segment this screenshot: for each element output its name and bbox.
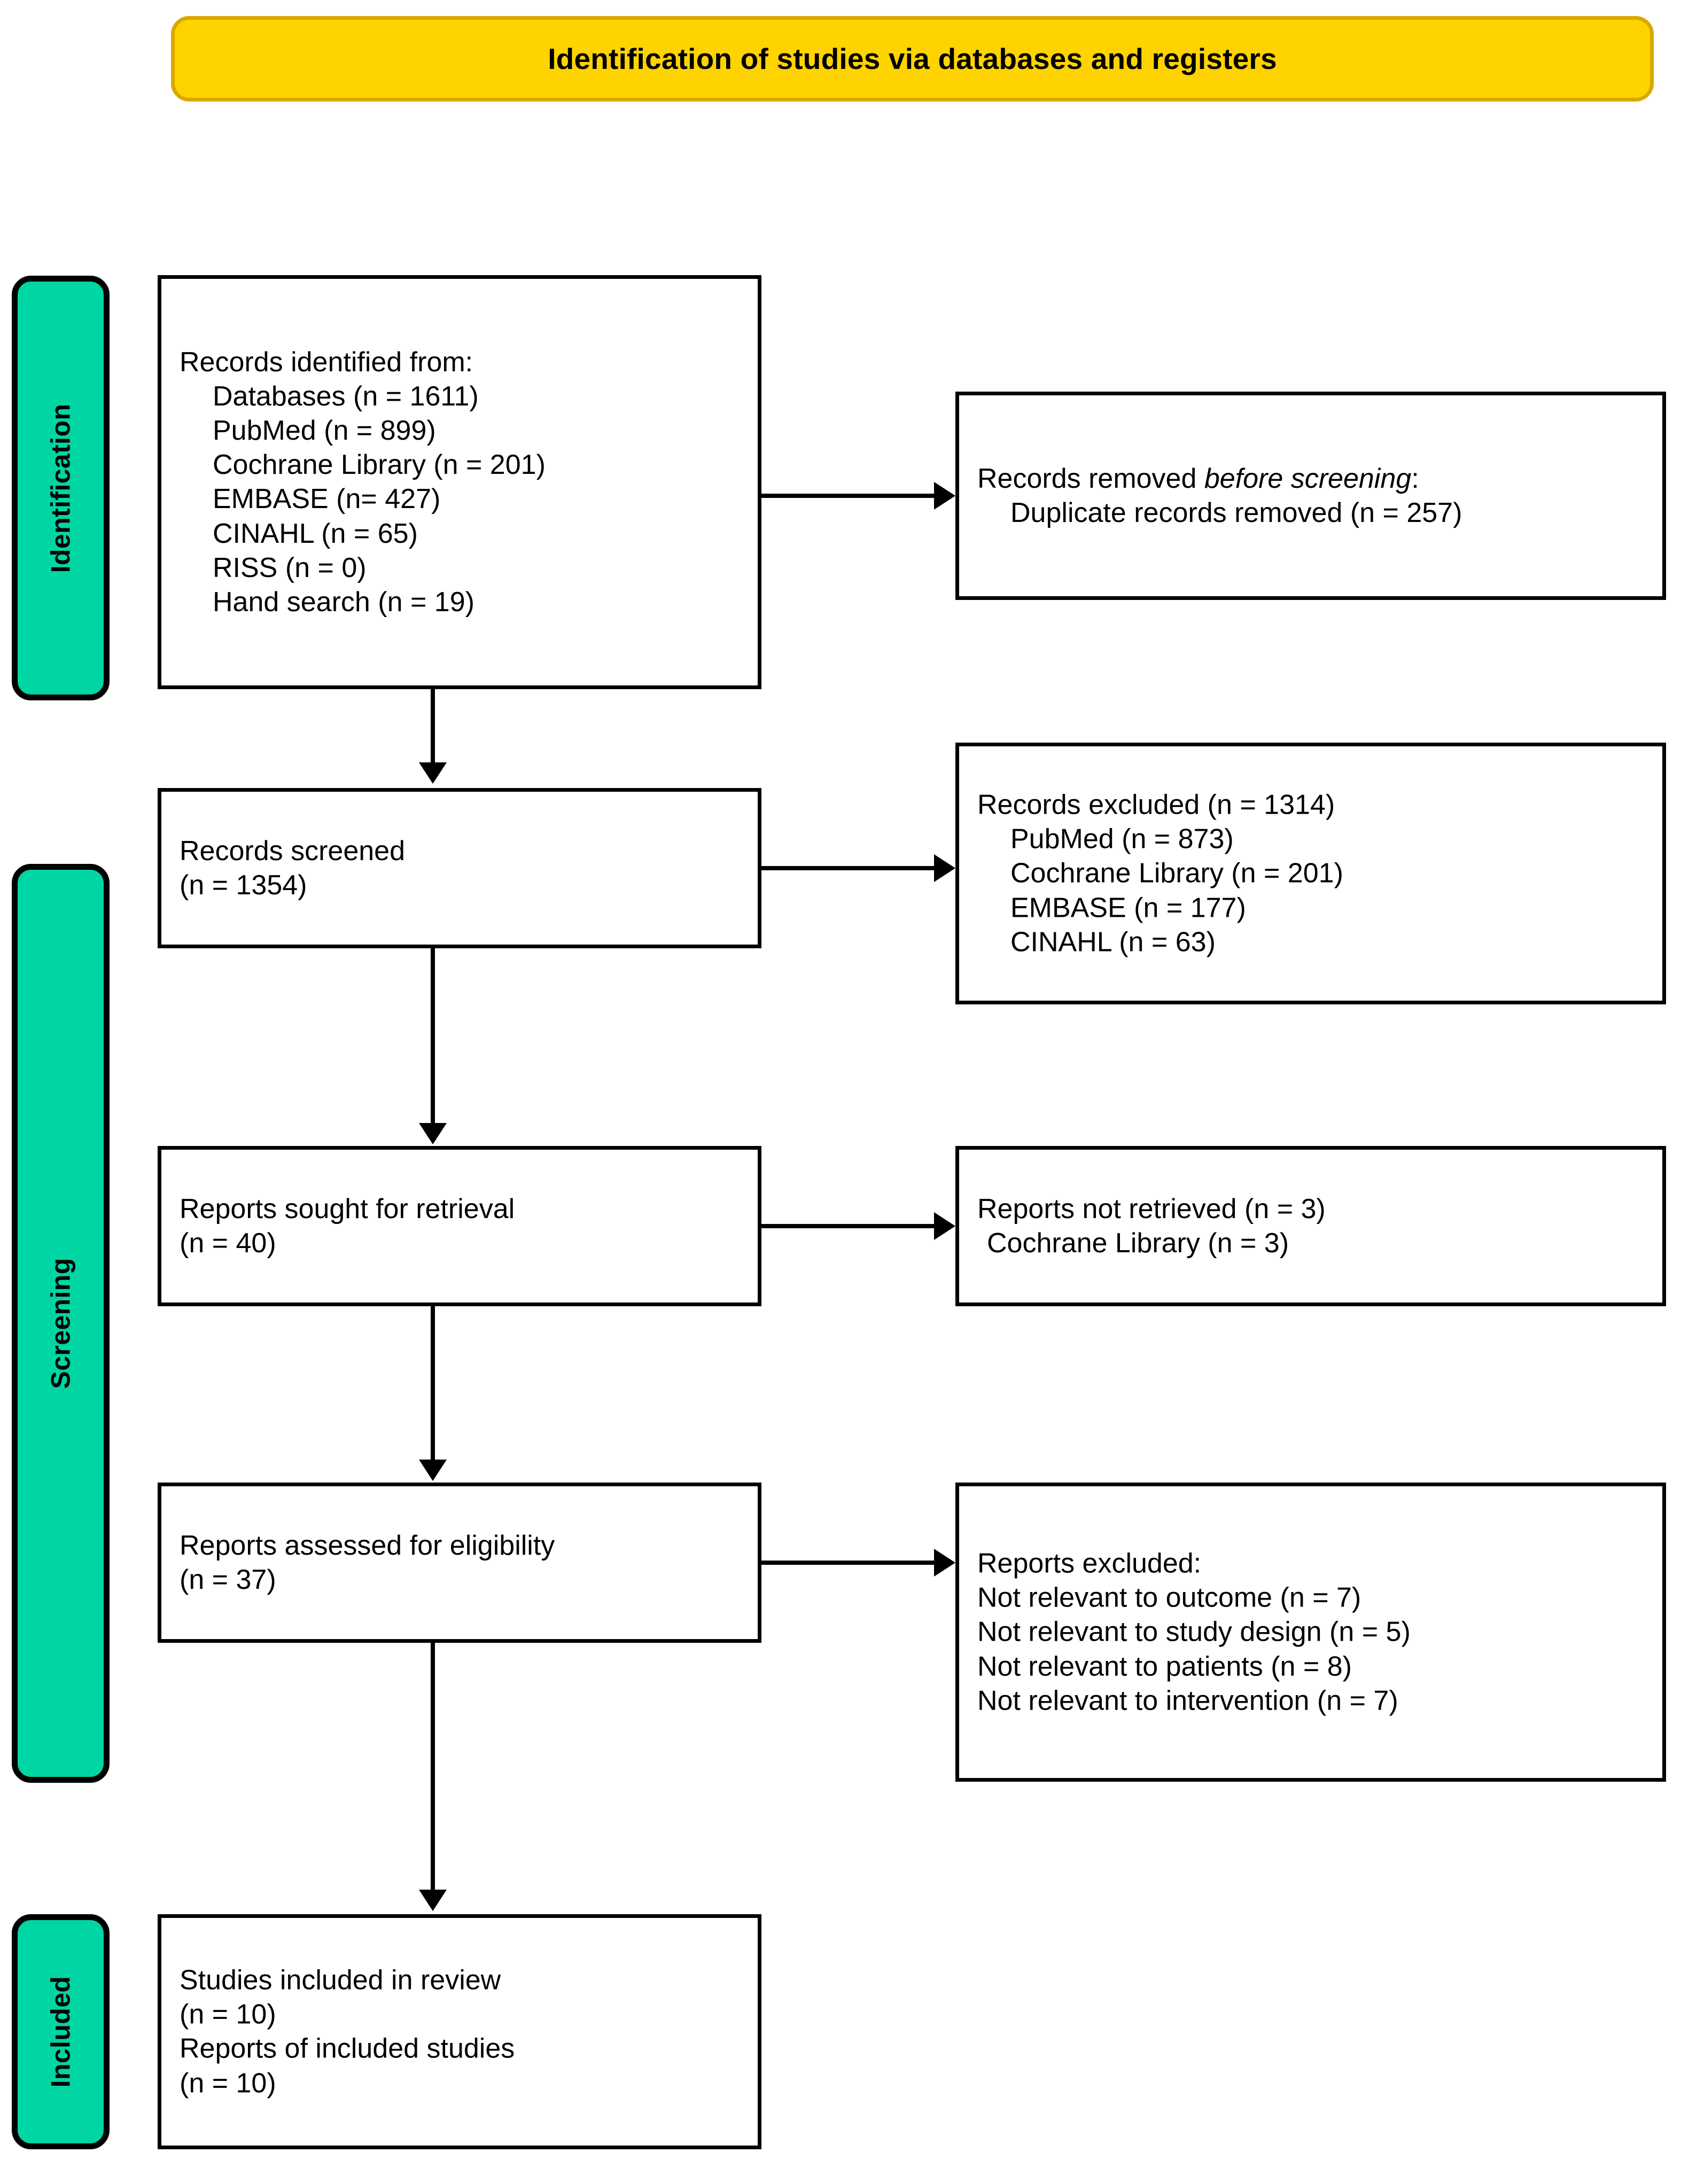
connector-identified-to-screened <box>431 689 435 764</box>
records-excluded-heading: Records excluded (n = 1314) <box>977 789 1335 821</box>
box-records-excluded: Records excluded (n = 1314) PubMed (n = … <box>955 743 1666 1004</box>
connector-sought-to-not-retrieved <box>761 1224 936 1228</box>
box-reports-sought-for-retrieval: Reports sought for retrieval (n = 40) <box>158 1146 761 1306</box>
arrowhead-screened-to-sought <box>419 1123 447 1144</box>
box-reports-excluded: Reports excluded: Not relevant to outcom… <box>955 1483 1666 1782</box>
reports-of-included-studies-count: (n = 10) <box>180 2068 276 2099</box>
reports-of-included-studies-label: Reports of included studies <box>180 2033 515 2064</box>
box-reports-assessed-for-eligibility: Reports assessed for eligibility (n = 37… <box>158 1483 761 1643</box>
reports-not-retrieved-heading: Reports not retrieved (n = 3) <box>977 1193 1326 1224</box>
records-removed-heading-emphasis: before screening <box>1204 463 1412 494</box>
arrowhead-assessed-to-reports-excluded <box>934 1549 955 1577</box>
box-records-screened: Records screened (n = 1354) <box>158 788 761 948</box>
records-identified-embase: EMBASE (n= 427) <box>213 483 441 515</box>
box-reports-not-retrieved: Reports not retrieved (n = 3) Cochrane L… <box>955 1146 1666 1306</box>
records-identified-cinahl: CINAHL (n = 65) <box>213 518 418 549</box>
records-excluded-cinahl: CINAHL (n = 63) <box>1010 926 1216 958</box>
arrowhead-sought-to-assessed <box>419 1460 447 1481</box>
records-identified-databases: Databases (n = 1611) <box>213 380 479 412</box>
stage-bar-identification: Identification <box>12 276 110 700</box>
box-records-identified: Records identified from: Databases (n = … <box>158 275 761 689</box>
stage-label-included: Included <box>45 1976 76 2088</box>
arrowhead-assessed-to-included <box>419 1890 447 1911</box>
reports-assessed-count: (n = 37) <box>180 1564 276 1595</box>
stage-bar-included: Included <box>12 1914 110 2149</box>
records-identified-hand-search: Hand search (n = 19) <box>213 587 474 618</box>
stage-bar-screening: Screening <box>12 864 110 1783</box>
connector-assessed-to-reports-excluded <box>761 1561 936 1565</box>
records-identified-pubmed: PubMed (n = 899) <box>213 415 436 447</box>
reports-excluded-study-design: Not relevant to study design (n = 5) <box>977 1616 1411 1648</box>
records-removed-heading: Records removed before screening: <box>977 462 1644 496</box>
records-screened-label: Records screened <box>180 835 405 867</box>
connector-assessed-to-included <box>431 1643 435 1891</box>
reports-sought-count: (n = 40) <box>180 1228 276 1259</box>
connector-sought-to-assessed <box>431 1306 435 1461</box>
reports-excluded-heading: Reports excluded: <box>977 1548 1202 1579</box>
records-identified-cochrane: Cochrane Library (n = 201) <box>213 449 546 481</box>
reports-sought-label: Reports sought for retrieval <box>180 1193 515 1224</box>
connector-screened-to-sought <box>431 948 435 1125</box>
stage-label-screening: Screening <box>45 1258 76 1389</box>
reports-assessed-label: Reports assessed for eligibility <box>180 1530 555 1561</box>
arrowhead-sought-to-not-retrieved <box>934 1212 955 1240</box>
records-screened-count: (n = 1354) <box>180 870 307 901</box>
reports-excluded-patients: Not relevant to patients (n = 8) <box>977 1651 1352 1682</box>
records-identified-riss: RISS (n = 0) <box>213 552 367 583</box>
studies-included-label: Studies included in review <box>180 1964 501 1996</box>
records-removed-heading-suffix: : <box>1411 463 1419 494</box>
reports-excluded-intervention: Not relevant to intervention (n = 7) <box>977 1685 1398 1717</box>
records-identified-heading: Records identified from: <box>180 346 473 378</box>
page-title: Identification of studies via databases … <box>548 42 1277 75</box>
reports-not-retrieved-cochrane: Cochrane Library (n = 3) <box>987 1228 1289 1259</box>
box-records-removed-before-screening: Records removed before screening: Duplic… <box>955 392 1666 600</box>
duplicate-records-removed: Duplicate records removed (n = 257) <box>1010 497 1462 528</box>
header-banner: Identification of studies via databases … <box>171 16 1654 102</box>
box-studies-included-in-review: Studies included in review (n = 10) Repo… <box>158 1914 761 2149</box>
arrowhead-screened-to-records-excluded <box>934 854 955 882</box>
arrowhead-identified-to-screened <box>419 762 447 784</box>
records-removed-heading-prefix: Records removed <box>977 463 1204 494</box>
connector-screened-to-records-excluded <box>761 866 936 870</box>
studies-included-count: (n = 10) <box>180 1999 276 2030</box>
records-excluded-cochrane: Cochrane Library (n = 201) <box>1010 857 1343 889</box>
stage-label-identification: Identification <box>45 403 76 573</box>
records-excluded-embase: EMBASE (n = 177) <box>1010 892 1246 924</box>
reports-excluded-outcome: Not relevant to outcome (n = 7) <box>977 1582 1361 1613</box>
arrowhead-identified-to-removed <box>934 482 955 510</box>
records-excluded-pubmed: PubMed (n = 873) <box>1010 823 1234 855</box>
connector-identified-to-removed <box>761 494 936 498</box>
